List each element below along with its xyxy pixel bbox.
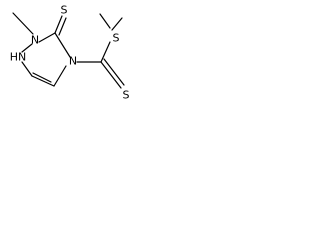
atom-n4: N [69, 55, 77, 68]
atom-s-dithio: S [123, 89, 130, 102]
bond-cs2-s-single [100, 41, 111, 63]
bond-c3-s-double-a [54, 15, 63, 34]
molecule-structure-diagram: S S N HN N S [10, 4, 130, 102]
bond-c5-c6-a [31, 75, 55, 87]
bond-methyl-n2 [12, 12, 34, 35]
bond-cs2-s-double-b [103, 58, 125, 86]
atom-s-methylthio: S [113, 32, 120, 45]
atom-s-thione: S [61, 4, 68, 17]
atom-n2: N [31, 34, 39, 47]
atom-labels: S S N HN N S [10, 4, 130, 102]
bond-n2-c3 [38, 32, 56, 43]
bond-n1-n2 [21, 43, 33, 53]
bond-c6-n1 [21, 61, 33, 77]
bond-c5-c6-b [32, 72, 52, 83]
bond-c3-n4 [54, 32, 71, 58]
bond-c3-s-double-b [58, 17, 67, 36]
bond-cs2-s-double-a [100, 61, 122, 89]
atom-n1-h: HN [10, 51, 27, 64]
bond-n4-c5 [53, 65, 67, 87]
bond-s-methyl-extend [99, 13, 111, 29]
bond-s-methyl [111, 17, 123, 31]
bonds [12, 12, 125, 89]
